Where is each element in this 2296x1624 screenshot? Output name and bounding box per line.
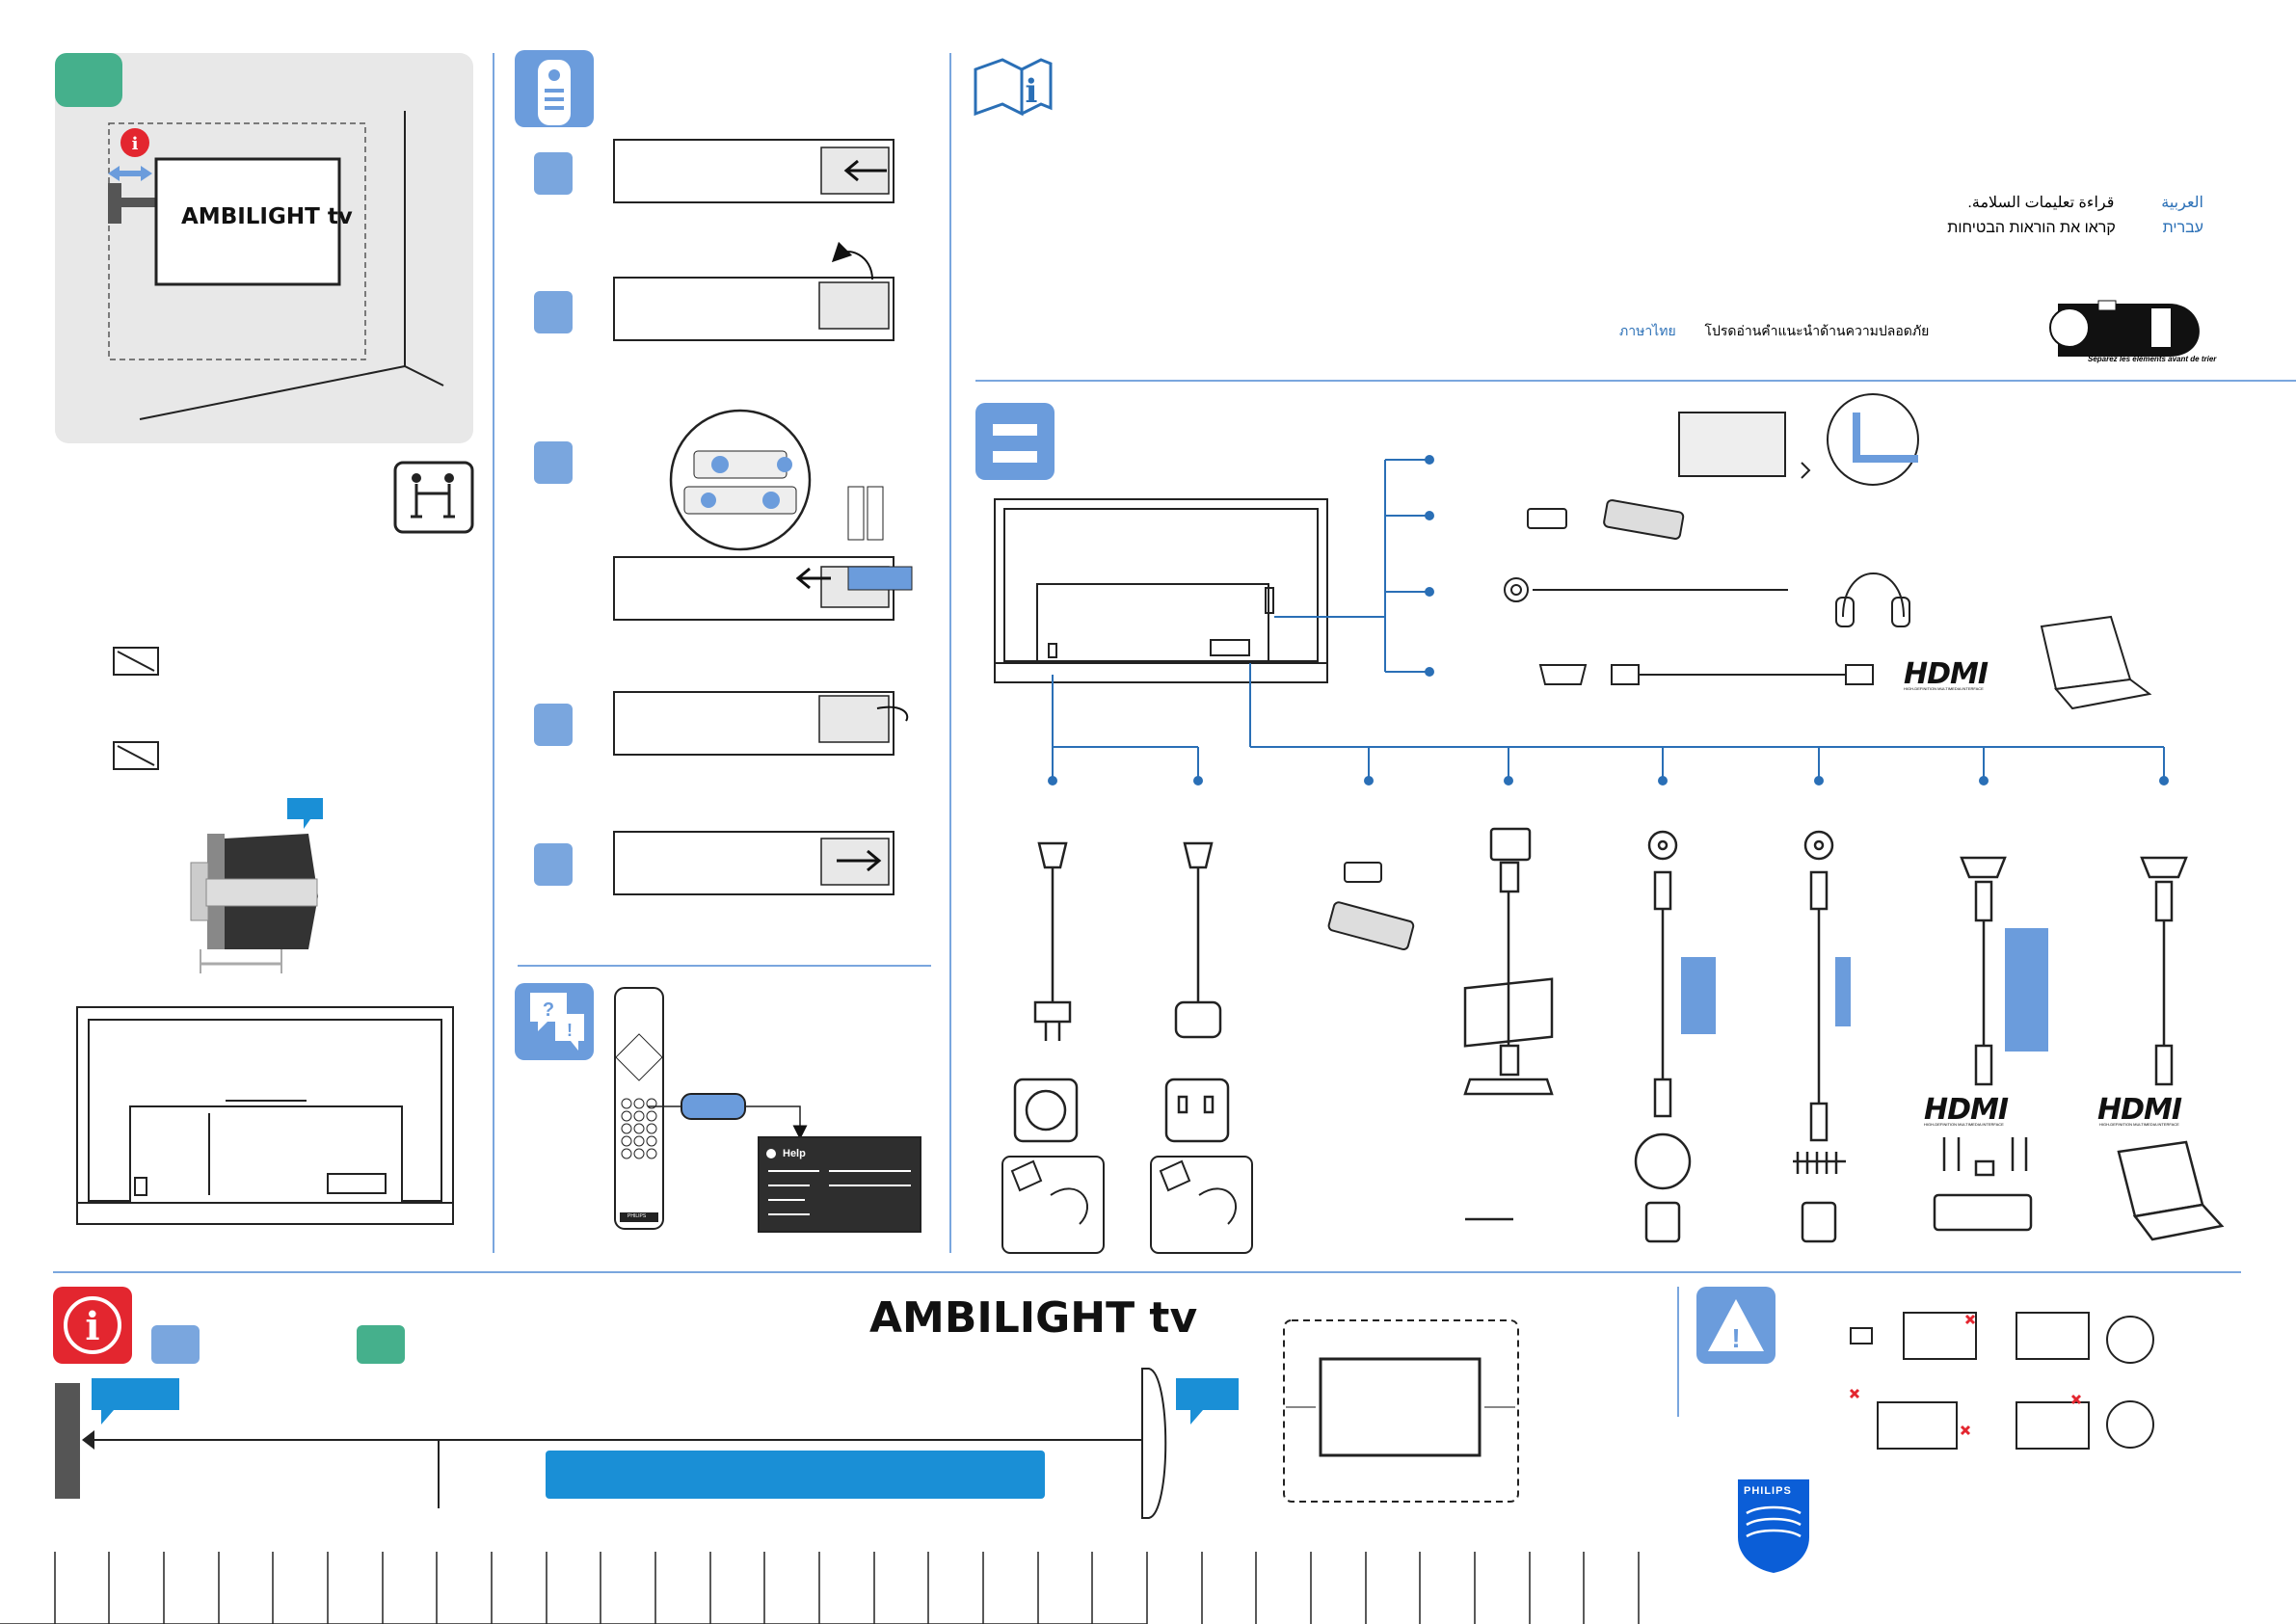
- tv-back-diagram: [76, 1006, 454, 1225]
- svg-text:i: i: [132, 134, 139, 154]
- green-badge-bottom: [357, 1325, 405, 1364]
- svg-text:!: !: [1731, 1323, 1740, 1353]
- book-info-icon: i: [974, 58, 1053, 117]
- safety-text-th: โปรดอ่านคำแนะนำด้านความปลอดภัย: [1704, 323, 1930, 338]
- hdmi-tagline-top: HIGH-DEFINITION MULTIMEDIA INTERFACE: [1904, 686, 1984, 691]
- ethernet-cable: [1463, 827, 1554, 1221]
- help-screen-title: Help: [783, 1148, 806, 1159]
- hdmi-tagline-laptop: HIGH-DEFINITION MULTIMEDIA INTERFACE: [2099, 1122, 2179, 1127]
- blue-badge: [151, 1325, 200, 1364]
- lang-name-he: עברית: [2162, 220, 2203, 236]
- antenna-cable: [1793, 830, 1846, 1243]
- info-icon-bottom: i: [53, 1287, 132, 1364]
- lang-name-ar: العربية: [2161, 195, 2203, 211]
- hdmi-logo-laptop: HDMI: [2097, 1093, 2182, 1127]
- hdmi-earc-cable: [1933, 856, 2033, 1232]
- safety-text-ar: قراءة تعليمات السلامة.: [1967, 195, 2115, 211]
- headphone-group: [1504, 572, 1910, 627]
- viewing-distance-diagram: [55, 1368, 1239, 1519]
- help-question-icon: ? !: [515, 983, 594, 1060]
- connection-lines: [1052, 459, 2165, 779]
- antenna-label-bar: [1835, 957, 1851, 1026]
- laptop-top: [2040, 615, 2152, 710]
- plug-adapters: [1001, 1156, 1253, 1254]
- satellite-label-bar: [1681, 957, 1716, 1034]
- info-icon: [120, 128, 149, 157]
- recycle-icon: [2049, 300, 2200, 357]
- hdmi-tagline-earc: HIGH-DEFINITION MULTIMEDIA INTERFACE: [1924, 1122, 2004, 1127]
- care-icons: [1849, 1312, 2154, 1450]
- cam-slot-group: [1678, 393, 1919, 486]
- bottom-ruler: [0, 1552, 1640, 1624]
- section-dividers: [53, 53, 2296, 1417]
- ventilation-clearance: [1283, 1319, 1519, 1503]
- hdmi-cable-top: [1538, 664, 1874, 685]
- battery-steps: [534, 139, 913, 895]
- svg-text:i: i: [1026, 72, 1038, 111]
- green-badge: [55, 53, 122, 107]
- power-cables: [1013, 841, 1230, 1143]
- connection-dots: [1048, 455, 2169, 785]
- satellite-cable: [1634, 830, 1692, 1243]
- connectors-icon: [975, 403, 1055, 480]
- philips-logo-word: PHILIPS: [1744, 1485, 1792, 1497]
- svg-text:?: ?: [543, 999, 554, 1021]
- safety-line-th: ภาษาไทย โปรดอ่านคำแนะนำด้านความปลอดภัย: [1619, 321, 1929, 342]
- screw-illustration: [190, 798, 323, 973]
- usb-stick-bottom: [1327, 862, 1415, 951]
- ambilight-tv-title: AMBILIGHT tv: [869, 1293, 1198, 1343]
- wall-mount-panel: i: [55, 53, 473, 443]
- safety-line-he: עברית קראו את הוראות הבטיחות: [1856, 220, 2203, 237]
- hdmi-laptop-cable: [2117, 856, 2225, 1241]
- safety-line-ar: العربية قراءة تعليمات السلامة.: [1856, 193, 2203, 212]
- remote-brand-label: PHILIPS: [627, 1213, 647, 1219]
- hdmi-logo-earc: HDMI: [1924, 1093, 2009, 1127]
- ambilight-tv-label-wall: AMBILIGHT tv: [181, 204, 353, 229]
- remote-icon: [515, 50, 594, 127]
- safety-text-he: קראו את הוראות הבטיחות: [1947, 220, 2116, 236]
- usb-stick-top: [1527, 499, 1685, 540]
- svg-text:i: i: [85, 1304, 99, 1349]
- svg-text:!: !: [567, 1021, 573, 1040]
- screw-size-icons: [113, 647, 159, 770]
- tv-rear-connection: [994, 498, 1328, 683]
- two-person-lift-icon: [393, 461, 474, 534]
- philips-shield-logo: [1738, 1479, 1809, 1573]
- remote-control: [614, 987, 921, 1233]
- hdmi-earc-label-bar: [2005, 928, 2048, 1052]
- hdmi-logo-top: HDMI: [1904, 657, 1989, 691]
- warning-icon: !: [1696, 1287, 1775, 1364]
- lang-name-th: ภาษาไทย: [1619, 323, 1676, 338]
- recycle-note: Séparez les éléments avant de trier: [2088, 355, 2217, 363]
